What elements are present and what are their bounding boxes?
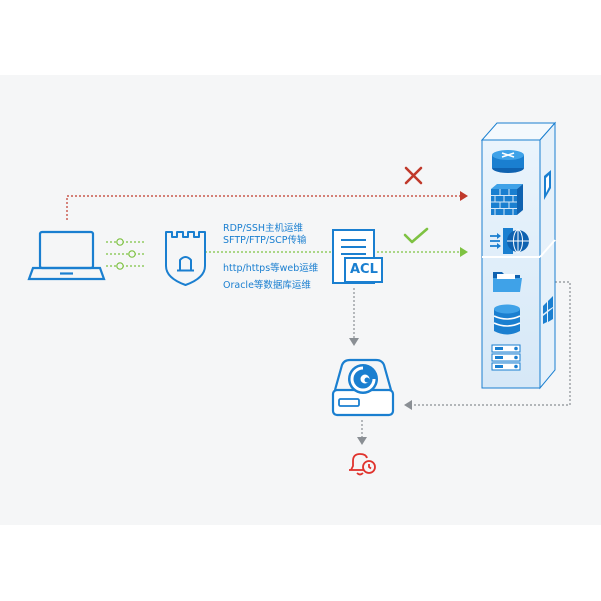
acl-label: ACL bbox=[350, 262, 378, 277]
denied-arrowhead bbox=[460, 191, 468, 201]
firewall-icon bbox=[491, 184, 523, 215]
globe-network-icon bbox=[490, 228, 529, 254]
pen-icon bbox=[544, 170, 551, 200]
alarm-bell-icon bbox=[349, 453, 376, 476]
server-units-icon bbox=[491, 344, 521, 371]
allowed-arrowhead bbox=[460, 247, 468, 257]
acl-document-icon bbox=[332, 229, 383, 284]
acl-to-audit-arrowhead bbox=[349, 338, 359, 346]
red-x-icon bbox=[404, 166, 423, 185]
shield-castle-icon bbox=[165, 231, 206, 286]
database-icon bbox=[493, 304, 521, 335]
windows-logo-icon bbox=[543, 296, 553, 324]
label-sftp-ftp-scp: SFTP/FTP/SCP传输 bbox=[223, 235, 307, 246]
folder-icon bbox=[493, 272, 522, 292]
rack-to-audit-arrowhead bbox=[404, 400, 412, 410]
slider-controls-icon bbox=[106, 238, 145, 270]
label-rdp-ssh: RDP/SSH主机运维 bbox=[223, 223, 304, 234]
green-check-icon bbox=[403, 227, 429, 244]
storage-disk-icon bbox=[331, 358, 395, 417]
denied-path-line bbox=[66, 195, 460, 220]
label-http-https: http/https等web运维 bbox=[223, 263, 319, 274]
rack-to-audit-line bbox=[412, 281, 571, 406]
label-oracle: Oracle等数据库运维 bbox=[223, 280, 311, 291]
audit-to-alarm-arrowhead bbox=[357, 437, 367, 445]
laptop-icon bbox=[27, 230, 106, 281]
router-icon bbox=[492, 150, 524, 173]
